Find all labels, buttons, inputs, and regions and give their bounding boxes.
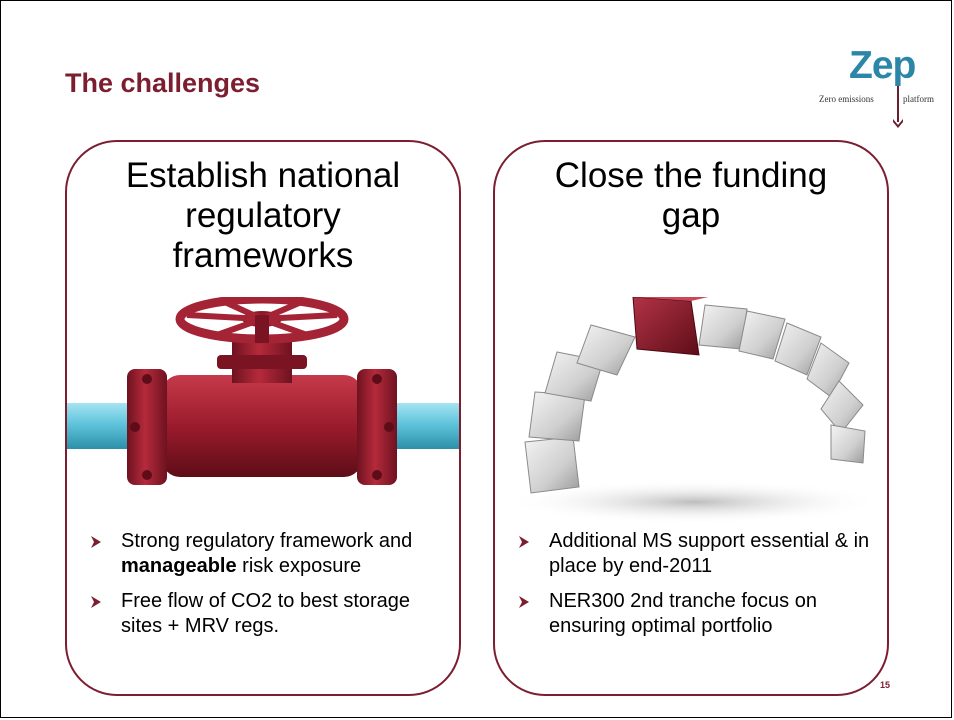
bullet-item: NER300 2nd tranche focus on ensuring opt… bbox=[515, 589, 877, 639]
bullet-item: Free flow of CO2 to best storage sites +… bbox=[87, 589, 449, 639]
page-number: 15 bbox=[880, 680, 891, 690]
bullet-text: NER300 2nd tranche focus on ensuring opt… bbox=[549, 590, 817, 637]
panel-heading: Close the funding gap bbox=[554, 156, 828, 235]
zep-logo: Zep Zero emissions platform bbox=[813, 44, 943, 140]
logo-right-text: platform bbox=[903, 94, 934, 104]
regulatory-bullets: Strong regulatory framework and manageab… bbox=[87, 529, 449, 649]
chevron-bullet-icon bbox=[519, 596, 529, 608]
chevron-bullet-icon bbox=[91, 536, 101, 548]
logo-arrow-icon bbox=[893, 119, 903, 128]
bullet-text: Additional MS support essential & in pla… bbox=[549, 530, 870, 577]
funding-panel: Close the funding gap bbox=[493, 140, 889, 696]
logo-left-text: Zero emissions bbox=[819, 94, 874, 104]
valve-image bbox=[67, 297, 459, 485]
slide-title: The challenges bbox=[65, 68, 261, 98]
bullet-text: Strong regulatory framework and bbox=[121, 530, 413, 552]
funding-bullets: Additional MS support essential & in pla… bbox=[515, 529, 877, 649]
bullet-item: Additional MS support essential & in pla… bbox=[515, 529, 877, 579]
chevron-bullet-icon bbox=[519, 536, 529, 548]
bullet-item: Strong regulatory framework and manageab… bbox=[87, 529, 449, 579]
chevron-bullet-icon bbox=[91, 596, 101, 608]
panel-heading: Establish national regulatory frameworks bbox=[125, 156, 401, 275]
bullet-text-end: risk exposure bbox=[236, 555, 362, 577]
arch-image bbox=[505, 297, 885, 522]
bullet-bold: manageable bbox=[121, 555, 237, 577]
regulatory-panel: Establish national regulatory frameworks bbox=[65, 140, 461, 696]
logo-word: Zep bbox=[849, 44, 916, 87]
logo-divider bbox=[897, 86, 899, 122]
bullet-text: Free flow of CO2 to best storage sites +… bbox=[121, 590, 411, 637]
